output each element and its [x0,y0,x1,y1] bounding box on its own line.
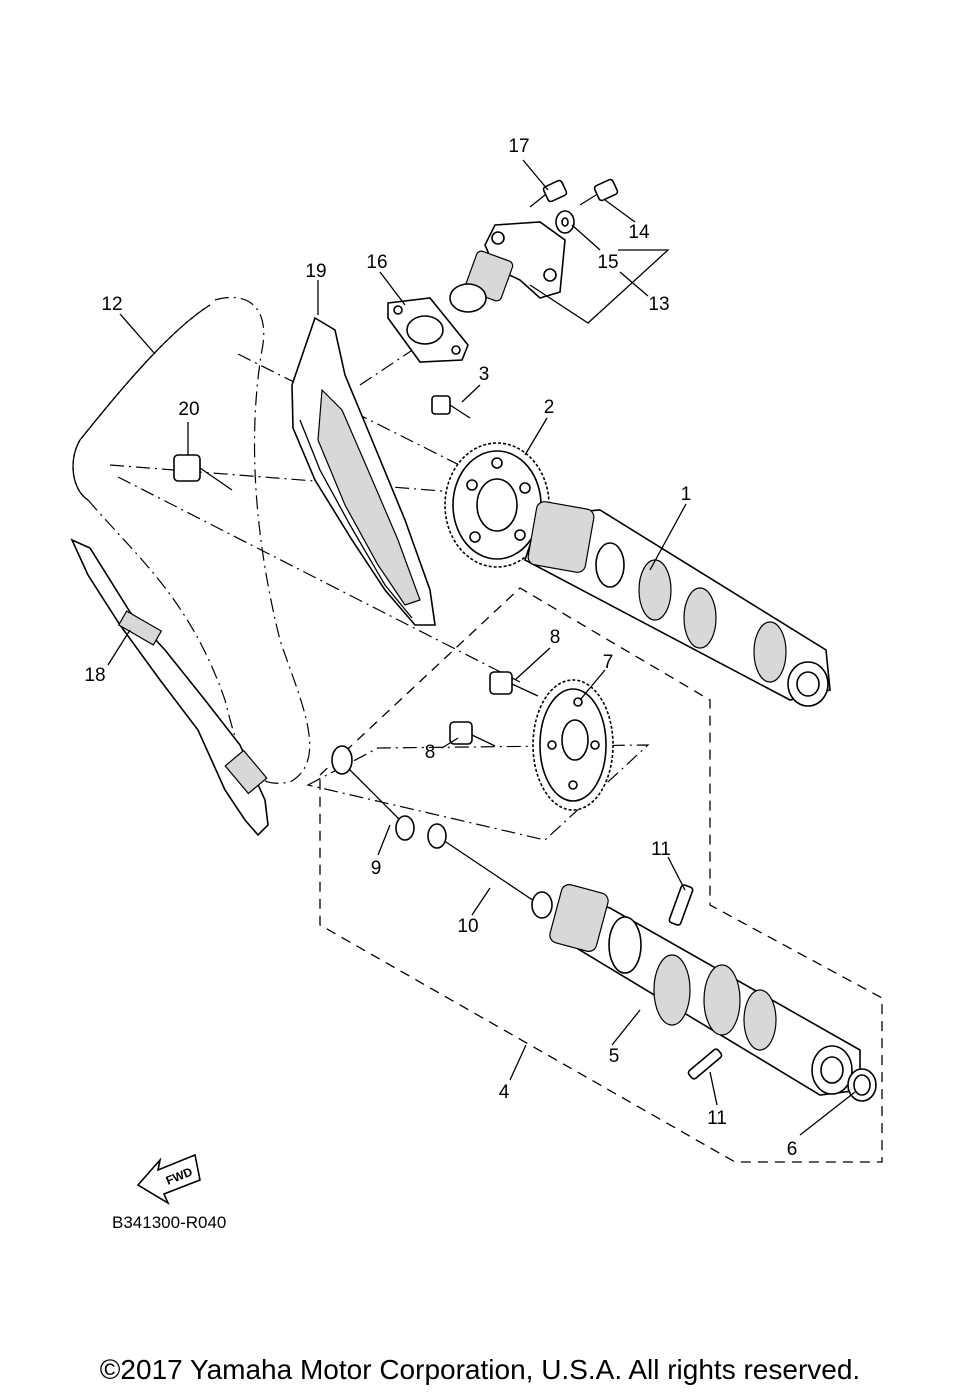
callout-7: 7 [603,652,614,673]
copyright-notice: ©2017 Yamaha Motor Corporation, U.S.A. A… [99,1354,861,1385]
callout-19: 19 [305,261,326,282]
alignment-line [109,464,456,493]
callout-3: 3 [479,364,490,385]
pin-9 [331,745,415,841]
callout-9: 9 [371,858,382,879]
timing-chain [72,296,311,784]
bolt-8-lower [449,721,496,747]
callout-1: 1 [681,484,692,505]
bolt-17 [529,179,568,208]
dowel-pin-11-upper [668,884,694,926]
callout-10: 10 [457,916,478,937]
ring-6 [847,1068,877,1102]
callout-13-bracket [529,249,670,324]
tensioner-gasket [387,297,469,363]
callout-17: 17 [508,136,529,157]
callout-5: 5 [609,1046,620,1067]
camshaft-5 [549,884,861,1096]
drawing-code: B341300-R040 [112,1213,226,1232]
chain-guide [291,316,436,626]
callout-6: 6 [787,1139,798,1160]
pin-10 [427,823,553,919]
callout-16: 16 [366,252,387,273]
leader-lines [107,159,856,1136]
cam-chain-tensioner [449,221,566,313]
tensioner-guide [70,538,269,837]
gear-7-mount-outline [306,744,650,841]
bolt-20 [173,454,233,491]
cam-sprocket-7 [532,679,614,811]
callout-8-upper: 8 [550,627,561,648]
callout-20: 20 [178,399,199,420]
alignment-line [359,344,421,386]
callout-15: 15 [597,252,618,273]
bolt-8-upper [489,671,539,697]
bolt-3 [431,395,471,419]
callout-4: 4 [499,1082,510,1103]
callout-12: 12 [101,294,122,315]
callout-14: 14 [628,222,650,243]
fwd-arrow-icon: FWD [136,1153,201,1205]
washer-15-hole [561,217,569,227]
callout-2: 2 [544,397,555,418]
dowel-pin-11-lower [687,1048,723,1080]
callout-8-lower: 8 [425,742,436,763]
callout-18: 18 [84,665,105,686]
bolt-14 [579,178,619,206]
callout-11-lower: 11 [707,1108,727,1129]
camshaft-1 [524,501,831,707]
callout-13: 13 [648,294,669,315]
callout-11-upper: 11 [651,839,671,860]
assembly-4-outline [319,587,883,1163]
cam-sprocket-2 [444,442,550,568]
alignment-line [117,476,521,683]
